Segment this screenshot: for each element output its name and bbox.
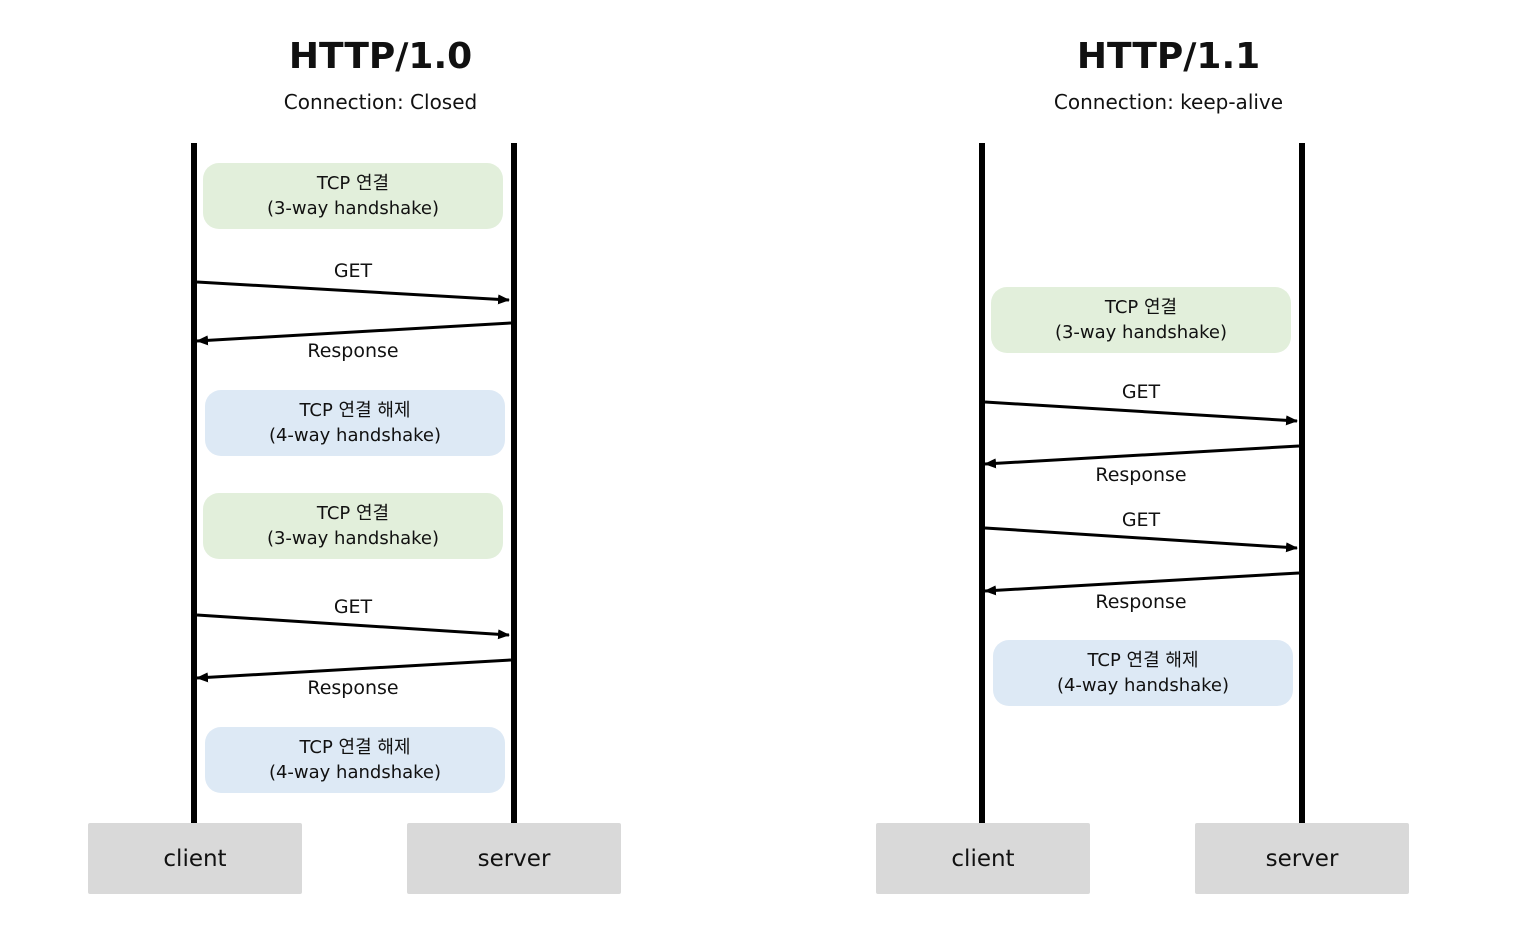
response-arrow	[984, 444, 1300, 469]
server-box: server	[407, 823, 621, 894]
tcp-release-box: TCP 연결 해제 (4-way handshake)	[993, 640, 1293, 706]
response-arrow	[196, 658, 512, 683]
tcp-connect-box: TCP 연결 (3-way handshake)	[203, 163, 503, 229]
get-label: GET	[1121, 509, 1161, 531]
http10-title: HTTP/1.0	[288, 36, 473, 77]
client-lifeline	[979, 143, 985, 823]
http11-subtitle: Connection: keep-alive	[1053, 90, 1284, 114]
tcp-release-label: TCP 연결 해제	[1087, 650, 1199, 671]
response-label: Response	[307, 340, 399, 362]
response-label: Response	[307, 677, 399, 699]
handshake-label: (4-way handshake)	[1056, 675, 1230, 696]
get-arrow	[196, 280, 510, 305]
tcp-release-box: TCP 연결 해제 (4-way handshake)	[205, 390, 505, 456]
message-arrows	[196, 280, 512, 683]
client-box: client	[876, 823, 1090, 894]
handshake-label: (4-way handshake)	[268, 425, 442, 446]
handshake-label: (3-way handshake)	[266, 198, 440, 219]
response-arrow	[984, 571, 1300, 596]
tcp-connect-label: TCP 연결	[316, 503, 390, 524]
tcp-connect-box: TCP 연결 (3-way handshake)	[203, 493, 503, 559]
handshake-label: (3-way handshake)	[266, 528, 440, 549]
http10-subtitle: Connection: Closed	[283, 90, 478, 114]
tcp-connect-label: TCP 연결	[1104, 297, 1178, 318]
response-arrow	[196, 321, 512, 346]
handshake-label: (3-way handshake)	[1054, 322, 1228, 343]
get-label: GET	[333, 596, 373, 618]
get-arrow	[984, 400, 1298, 426]
response-label: Response	[1095, 464, 1187, 486]
tcp-release-label: TCP 연결 해제	[299, 400, 411, 421]
response-label: Response	[1095, 591, 1187, 613]
server-lifeline	[1299, 143, 1305, 823]
client-box: client	[88, 823, 302, 894]
get-arrow	[984, 526, 1298, 553]
http10-panel: HTTP/1.0 Connection: Closed TCP 연결 (3-wa…	[0, 0, 761, 947]
get-label: GET	[1121, 381, 1161, 403]
get-label: GET	[333, 260, 373, 282]
server-lifeline	[511, 143, 517, 823]
server-box: server	[1195, 823, 1409, 894]
tcp-connect-box: TCP 연결 (3-way handshake)	[991, 287, 1291, 353]
client-lifeline	[191, 143, 197, 823]
tcp-connect-label: TCP 연결	[316, 173, 390, 194]
tcp-release-label: TCP 연결 해제	[299, 737, 411, 758]
get-arrow	[196, 613, 510, 640]
http11-panel: HTTP/1.1 Connection: keep-alive TCP 연결 (…	[788, 0, 1523, 947]
http11-title: HTTP/1.1	[1076, 36, 1261, 77]
handshake-label: (4-way handshake)	[268, 762, 442, 783]
tcp-release-box: TCP 연결 해제 (4-way handshake)	[205, 727, 505, 793]
